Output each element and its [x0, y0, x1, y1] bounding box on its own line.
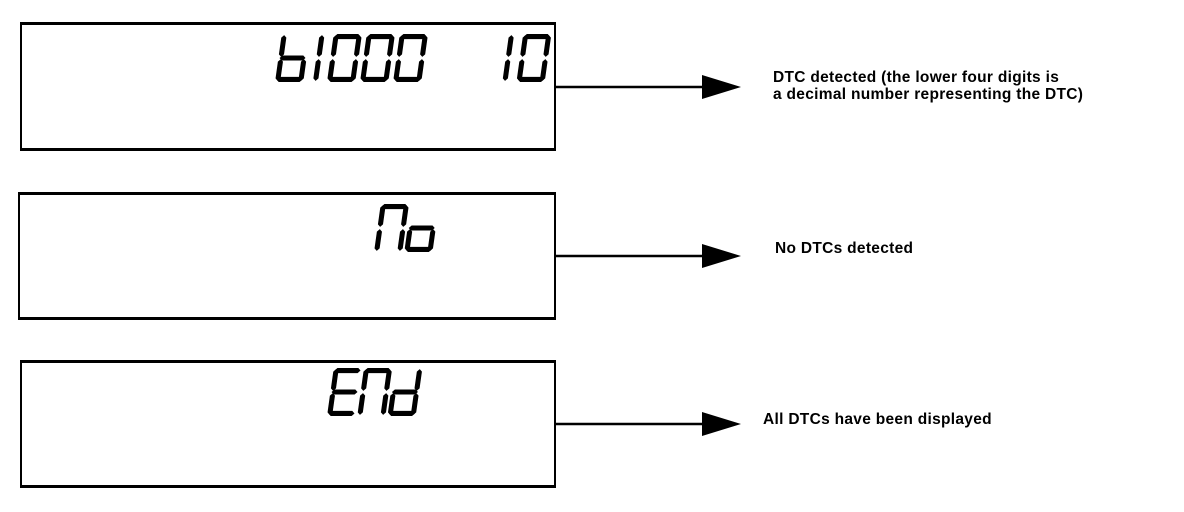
display-panel-no-dtc — [18, 192, 556, 320]
seven-segment-display-end — [327, 368, 427, 416]
connector-arrow-2 — [556, 244, 741, 268]
annotation-line: DTC detected (the lower four digits is — [773, 69, 1060, 86]
arrowhead-icon — [702, 75, 741, 99]
seven-segment-display-no — [374, 204, 441, 252]
arrowhead-icon — [702, 412, 741, 436]
annotation-all-displayed: All DTCs have been displayed — [763, 411, 992, 428]
connector-arrow-3 — [556, 412, 741, 436]
annotation-line: All DTCs have been displayed — [763, 411, 992, 428]
display-panel-end — [20, 360, 556, 488]
connector-arrow-1 — [556, 75, 741, 99]
seven-segment-display-dtc-code — [275, 34, 556, 82]
annotation-line: No DTCs detected — [775, 240, 914, 257]
arrowhead-icon — [702, 244, 741, 268]
annotation-line: a decimal number representing the DTC) — [773, 86, 1084, 103]
display-panel-dtc-detected — [20, 22, 556, 151]
annotation-dtc-detected: DTC detected (the lower four digits is a… — [773, 69, 1083, 103]
annotation-no-dtc: No DTCs detected — [775, 240, 913, 257]
